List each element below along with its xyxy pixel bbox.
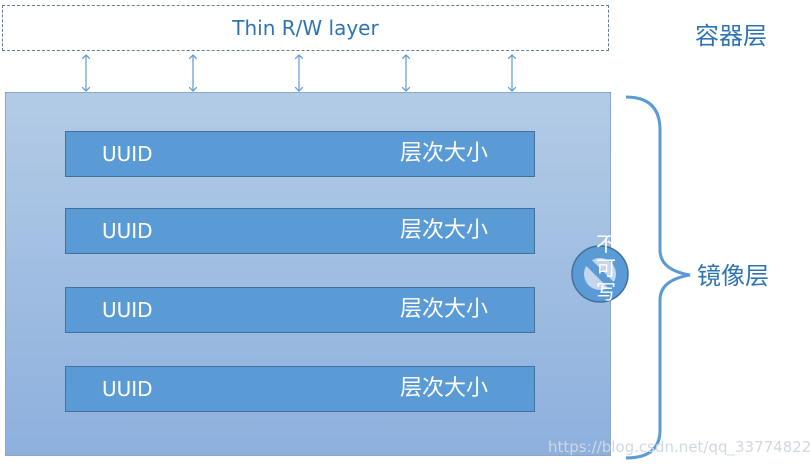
image-layer-row: UUID 层次大小 — [65, 208, 535, 254]
watermark-text: https://blog.csdn.net/qq_33774822 — [548, 438, 811, 456]
layer-size-label: 层次大小 — [400, 376, 489, 401]
connector-arrows — [86, 55, 512, 91]
layer-uuid-label: UUID — [102, 298, 153, 322]
read-only-text: 不 可 写 — [594, 232, 618, 304]
image-layer-brace — [625, 95, 691, 460]
image-layer-row: UUID 层次大小 — [65, 131, 535, 177]
layer-size-label: 层次大小 — [400, 141, 489, 166]
layer-uuid-label: UUID — [102, 142, 153, 166]
layer-size-label: 层次大小 — [400, 218, 489, 243]
read-only-char: 不 — [596, 232, 616, 256]
image-layer-row: UUID 层次大小 — [65, 366, 535, 412]
image-layer-label: 镜像层 — [697, 262, 769, 290]
layer-uuid-label: UUID — [102, 377, 153, 401]
container-layer-label: 容器层 — [695, 22, 767, 50]
no-write-icon — [571, 245, 629, 303]
read-only-char: 写 — [596, 280, 616, 304]
layer-size-label: 层次大小 — [400, 297, 489, 322]
read-only-char: 可 — [596, 256, 616, 280]
image-layer-row: UUID 层次大小 — [65, 287, 535, 333]
thin-rw-layer-label: Thin R/W layer — [232, 16, 379, 40]
layer-uuid-label: UUID — [102, 219, 153, 243]
thin-rw-layer-box: Thin R/W layer — [2, 5, 609, 51]
